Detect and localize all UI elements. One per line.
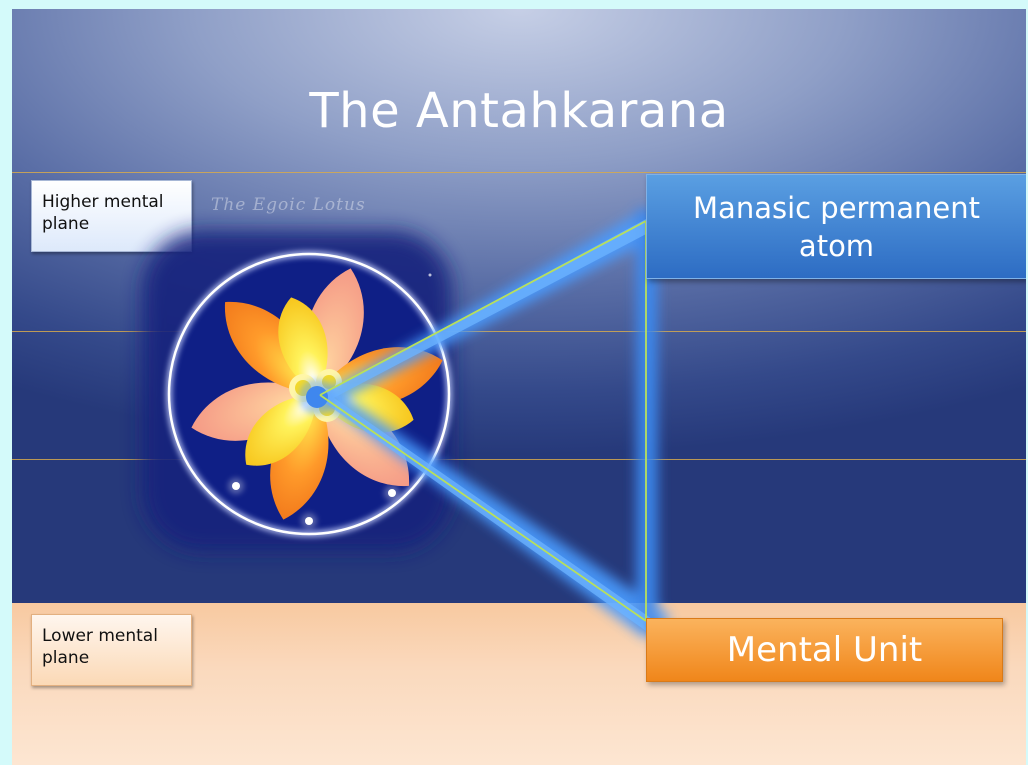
mental-unit-label: Mental Unit [646,618,1003,682]
plane-divider-line [12,459,1026,460]
manasic-permanent-atom-label: Manasic permanent atom [646,174,1026,279]
higher-mental-plane-label: Higher mental plane [31,180,192,252]
lower-mental-plane-label: Lower mental plane [31,614,192,686]
sparkle-points [228,273,432,529]
egoic-lotus-diagram [142,209,672,639]
antahkarana-connector-lines [319,220,647,622]
slide: The Antahkarana Higher mental plane Lowe… [12,9,1026,765]
plane-divider-line [12,172,1026,173]
plane-divider-line [12,331,1026,332]
slide-title: The Antahkarana [309,83,729,139]
egoic-lotus-caption: The Egoic Lotus [211,195,366,215]
lotus-circle-rim [167,252,451,536]
